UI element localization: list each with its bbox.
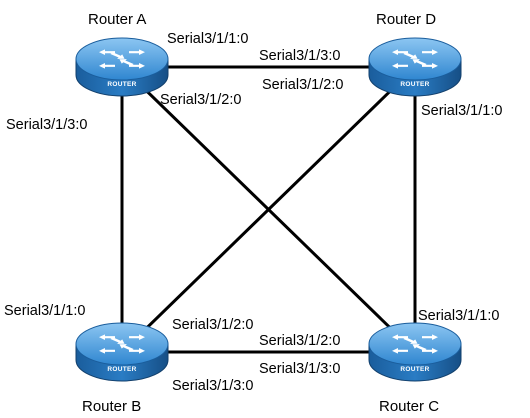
router-arrow-glyph [129, 63, 145, 69]
router-top [368, 322, 462, 366]
router-top [75, 37, 169, 81]
router-arrows [99, 49, 145, 69]
link-d-b [120, 65, 417, 354]
router-arrows [392, 334, 438, 354]
port-label-a-to-b: Serial3/1/3:0 [6, 117, 87, 133]
router-arrow-glyph [422, 348, 438, 354]
router-badge-text: ROUTER [400, 366, 429, 373]
router-icon: ROUTER [368, 322, 462, 382]
router-arrows [392, 49, 438, 69]
router-arrow-glyph [392, 63, 408, 69]
router-a-name: Router A [88, 11, 146, 28]
router-arrow-glyph [110, 337, 125, 344]
router-badge-text: ROUTER [107, 366, 136, 373]
router-arrow-glyph [403, 337, 418, 344]
router-top [75, 322, 169, 366]
links-layer [120, 65, 417, 354]
router-arrow-glyph [422, 334, 438, 340]
router-arrow-glyph [129, 348, 145, 354]
router-arrows [99, 334, 145, 354]
router-b-name: Router B [82, 398, 141, 415]
router-arrow-glyph [422, 49, 438, 55]
router-c-node[interactable]: ROUTER [368, 322, 462, 382]
router-badge-text: ROUTER [400, 81, 429, 88]
router-arrow-glyph [99, 49, 115, 55]
port-label-c-to-a: Serial3/1/2:0 [259, 333, 340, 349]
port-label-c-to-d: Serial3/1/1:0 [418, 308, 499, 324]
port-label-b-to-a: Serial3/1/1:0 [4, 303, 85, 319]
router-arrow-glyph [412, 59, 427, 66]
port-label-b-to-c: Serial3/1/3:0 [172, 378, 253, 394]
port-label-b-to-d: Serial3/1/2:0 [172, 317, 253, 333]
port-label-d-to-c: Serial3/1/1:0 [421, 103, 502, 119]
router-arrow-glyph [422, 63, 438, 69]
port-label-a-to-c: Serial3/1/2:0 [160, 92, 241, 108]
router-b-node[interactable]: ROUTER [75, 322, 169, 382]
router-icon: ROUTER [75, 37, 169, 97]
router-d-node[interactable]: ROUTER [368, 37, 462, 97]
router-name-labels: Router A Router B Router C Router D [82, 11, 439, 415]
router-icon: ROUTER [75, 322, 169, 382]
router-a-node[interactable]: ROUTER [75, 37, 169, 97]
port-label-a-to-d: Serial3/1/1:0 [167, 31, 248, 47]
router-arrow-glyph [392, 49, 408, 55]
router-arrow-glyph [119, 59, 134, 66]
router-arrow-glyph [129, 334, 145, 340]
port-label-d-to-b: Serial3/1/2:0 [262, 77, 343, 93]
router-arrow-glyph [99, 63, 115, 69]
router-badge-text: ROUTER [107, 81, 136, 88]
router-arrow-glyph [392, 334, 408, 340]
router-arrow-glyph [129, 49, 145, 55]
router-icon: ROUTER [368, 37, 462, 97]
router-arrow-glyph [110, 52, 125, 59]
router-top [368, 37, 462, 81]
router-arrow-glyph [392, 348, 408, 354]
port-label-c-to-b: Serial3/1/3:0 [259, 361, 340, 377]
router-d-name: Router D [376, 11, 436, 28]
router-c-name: Router C [379, 398, 439, 415]
port-label-d-to-a: Serial3/1/3:0 [259, 48, 340, 64]
router-arrow-glyph [412, 344, 427, 351]
port-labels: Serial3/1/1:0 Serial3/1/3:0 Serial3/1/3:… [4, 31, 502, 394]
router-arrow-glyph [119, 344, 134, 351]
router-arrow-glyph [99, 348, 115, 354]
router-arrow-glyph [403, 52, 418, 59]
router-arrow-glyph [99, 334, 115, 340]
